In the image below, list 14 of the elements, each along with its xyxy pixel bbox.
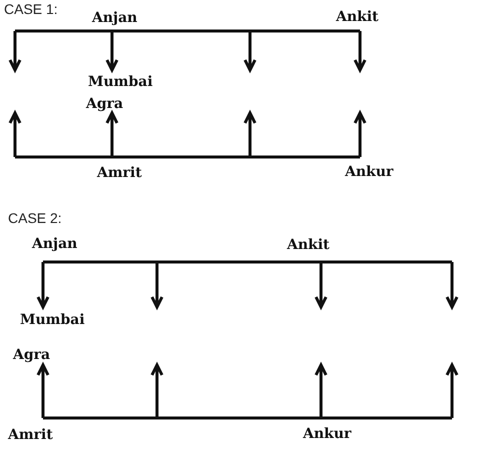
name-label: Amrit (97, 166, 142, 180)
name-label: Ankur (303, 427, 352, 441)
name-label: Anjan (92, 11, 138, 25)
name-label: Agra (13, 348, 50, 362)
case-heading: CASE 2: (8, 211, 62, 225)
name-label: Mumbai (88, 75, 153, 89)
name-label: Mumbai (20, 313, 85, 327)
name-label: Agra (86, 97, 124, 111)
name-label: Ankit (336, 10, 379, 24)
name-label: Anjan (32, 237, 78, 251)
name-label: Amrit (8, 428, 53, 442)
case-heading: CASE 1: (4, 2, 58, 16)
name-label: Ankur (345, 165, 394, 179)
name-label: Ankit (287, 238, 330, 252)
